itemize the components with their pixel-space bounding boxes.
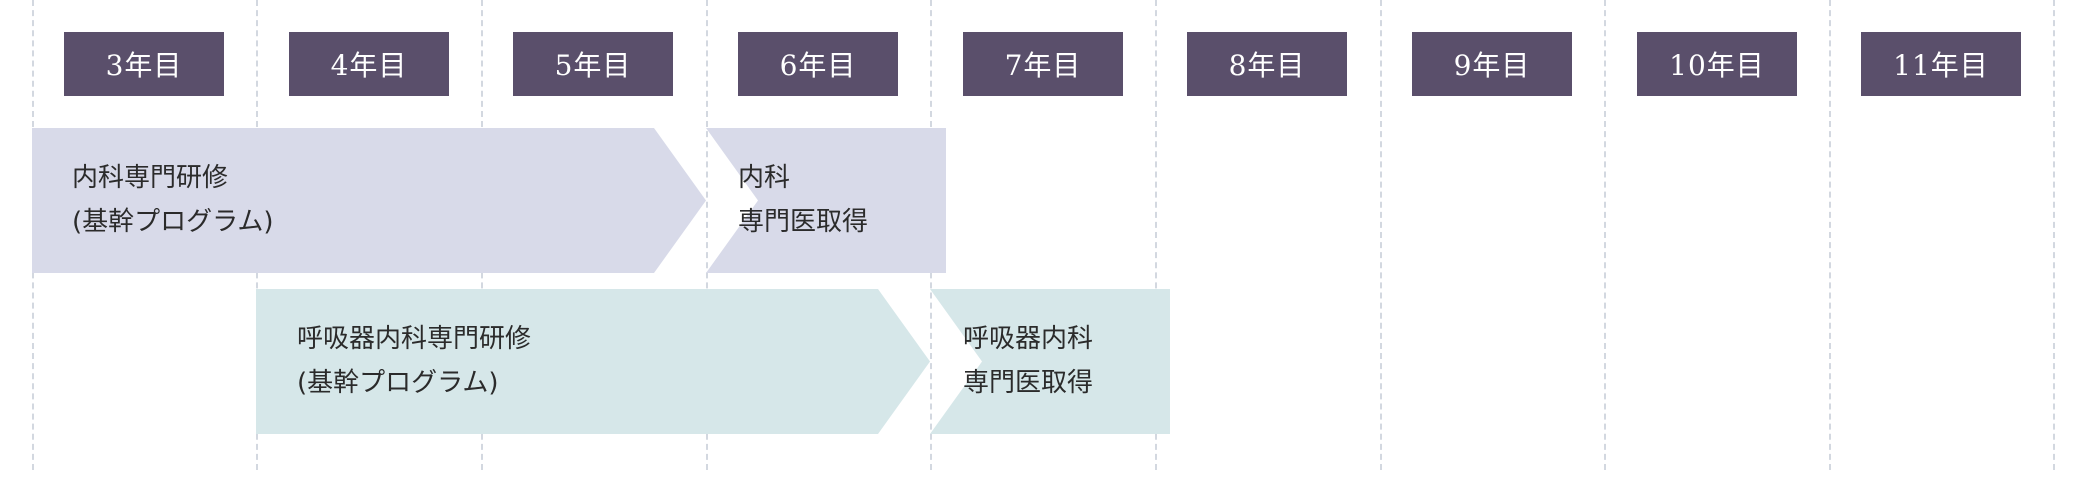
respiratory-training-subtitle: (基幹プログラム) [297,368,499,398]
internal-medicine-certification-subtitle: 専門医取得 [738,207,869,237]
year-header-9: 9年目 [1412,32,1572,96]
year-header-11: 11年目 [1861,32,2021,96]
gridline [1829,0,1831,470]
gridline [1604,0,1606,470]
gridline [706,0,708,470]
internal-medicine-certification-label: 内科 専門医取得 [738,156,868,244]
gridline [1155,0,1157,470]
year-header-8: 8年目 [1187,32,1347,96]
year-header-6: 6年目 [738,32,898,96]
internal-medicine-training-subtitle: (基幹プログラム) [72,207,274,237]
gridline [1380,0,1382,470]
year-header-7: 7年目 [963,32,1123,96]
respiratory-training-arrow [256,289,930,434]
gridline [2053,0,2055,470]
year-header-5: 5年目 [513,32,673,96]
internal-medicine-certification-title: 内科 [738,163,791,193]
internal-medicine-certification-block [706,128,946,273]
respiratory-training-shape [256,289,930,434]
year-header-4: 4年目 [289,32,449,96]
internal-medicine-training-arrow [32,128,706,273]
respiratory-certification-shape [930,289,1170,434]
respiratory-certification-block [930,289,1170,434]
internal-medicine-training-title: 内科専門研修 [72,163,229,193]
internal-medicine-training-shape [32,128,706,273]
internal-medicine-training-label: 内科専門研修 (基幹プログラム) [72,156,274,244]
respiratory-certification-title: 呼吸器内科 [963,324,1094,354]
respiratory-certification-subtitle: 専門医取得 [963,368,1094,398]
year-header-10: 10年目 [1637,32,1797,96]
respiratory-certification-label: 呼吸器内科 専門医取得 [963,317,1093,405]
year-header-3: 3年目 [64,32,224,96]
respiratory-training-label: 呼吸器内科専門研修 (基幹プログラム) [297,317,531,405]
internal-medicine-certification-shape [706,128,946,273]
respiratory-training-title: 呼吸器内科専門研修 [297,324,532,354]
